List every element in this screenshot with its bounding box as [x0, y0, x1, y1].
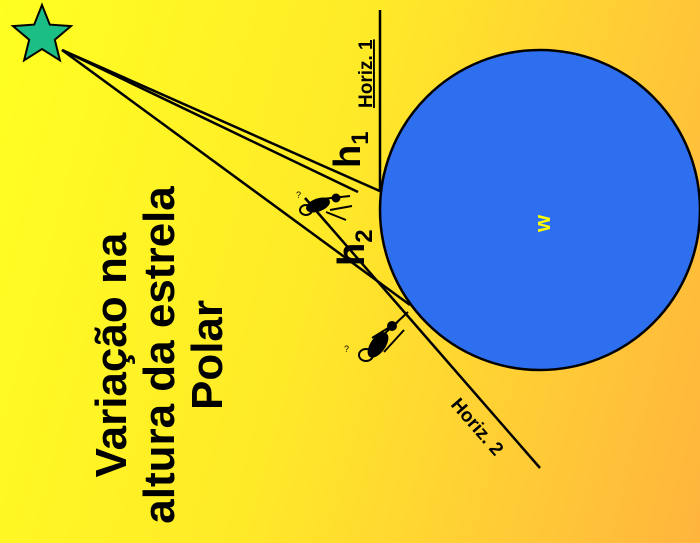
observer-1-icon: ?: [296, 190, 352, 220]
diagram-title: Variação na altura da estrela Polar: [85, 165, 235, 543]
svg-text:w: w: [530, 214, 555, 233]
svg-text:?: ?: [344, 344, 349, 354]
observer-2-icon: ?: [344, 312, 408, 361]
svg-text:h1: h1: [327, 131, 374, 168]
horizon-1-label: Horiz. 1: [356, 39, 377, 108]
polar-star-icon: [13, 5, 71, 60]
svg-text:Horiz. 2: Horiz. 2: [446, 395, 507, 461]
h1-label: h1: [327, 131, 374, 168]
title-line-3: Polar: [184, 300, 232, 410]
title-line-2: altura da estrela: [136, 186, 184, 524]
title-line-1: Variação na: [88, 233, 136, 478]
svg-text:?: ?: [296, 190, 301, 200]
earth-circle: [380, 50, 700, 370]
earth-label: w: [530, 214, 555, 233]
svg-text:Horiz. 1: Horiz. 1: [356, 39, 377, 108]
horizon-2-label: Horiz. 2: [446, 395, 507, 461]
